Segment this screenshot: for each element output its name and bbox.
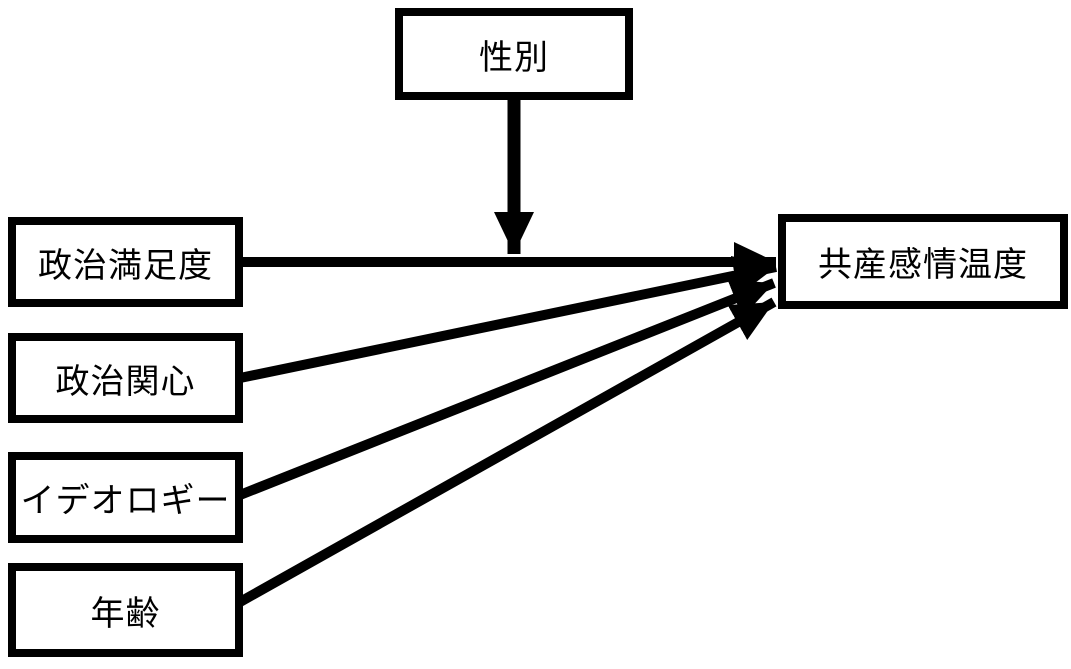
node-political-interest-label: 政治関心 bbox=[55, 361, 196, 402]
arrow-interest-to-outcome bbox=[238, 255, 778, 383]
node-political-satisfaction: 政治満足度 bbox=[8, 217, 243, 307]
arrow-ideology-to-outcome bbox=[238, 278, 776, 500]
node-ideology: イデオロギー bbox=[8, 452, 243, 543]
node-communist-feeling-thermometer-label: 共産感情温度 bbox=[818, 245, 1028, 285]
node-age: 年齢 bbox=[8, 563, 243, 657]
node-political-satisfaction-label: 政治満足度 bbox=[38, 245, 213, 286]
arrow-age-to-outcome bbox=[237, 297, 777, 607]
node-ideology-label: イデオロギー bbox=[20, 481, 231, 521]
node-communist-feeling-thermometer: 共産感情温度 bbox=[778, 214, 1068, 309]
node-political-interest: 政治関心 bbox=[8, 333, 243, 423]
node-gender: 性別 bbox=[395, 8, 633, 100]
node-age-label: 年齢 bbox=[90, 593, 161, 634]
node-gender-label: 性別 bbox=[479, 37, 549, 78]
